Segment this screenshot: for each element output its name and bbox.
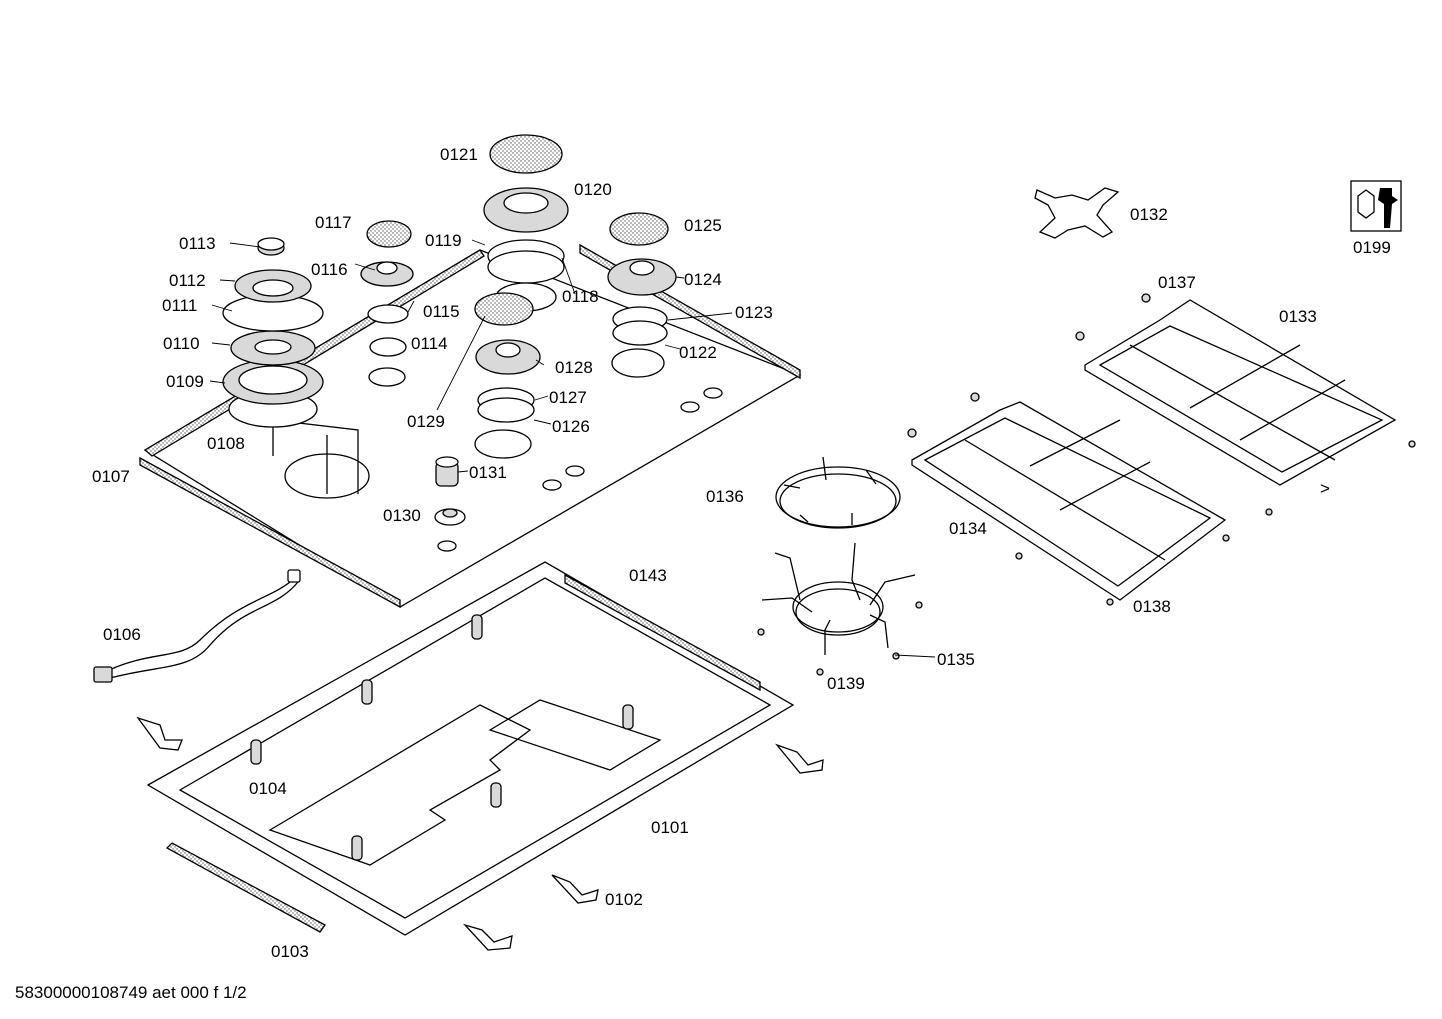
label-0116: 0116 [311,260,348,279]
label-0131: 0131 [469,463,507,482]
label-0122: 0122 [679,343,717,362]
label-0108: 0108 [207,434,245,453]
rapid-burner-stack [483,134,569,312]
control-knob [434,456,466,526]
label-0127: 0127 [549,388,587,407]
part-labels: 0101 0102 0103 0104 0106 0107 0108 0109 … [92,145,1391,961]
label-0132: 0132 [1130,205,1168,224]
label-0109: 0109 [166,372,204,391]
label-0136: 0136 [706,487,744,506]
label-0113: 0113 [179,234,216,253]
label-0120: 0120 [574,180,612,199]
label-0138: 0138 [1133,597,1171,616]
right-pan-support [1084,299,1397,486]
wok-ring-support [761,542,916,655]
fixing-clamps [136,716,824,951]
label-0139: 0139 [827,674,865,693]
label-0110: 0110 [163,334,200,353]
label-0112: 0112 [169,271,206,290]
label-0104: 0104 [249,779,287,798]
label-0128: 0128 [555,358,593,377]
label-0124: 0124 [684,270,722,289]
semi-rapid-burner-stack [474,292,541,459]
label-0117: 0117 [315,213,352,232]
rubber-feet [757,293,1416,676]
wok-burner-stack [222,237,324,428]
label-0199: 0199 [1353,238,1391,257]
label-0115: 0115 [423,302,460,321]
auxiliary-burner-stack [360,220,414,387]
label-0135: 0135 [937,650,975,669]
label-0106: 0106 [103,625,141,644]
label-0114: 0114 [411,334,448,353]
label-0121: 0121 [440,145,478,164]
document-id: 58300000108749 aet 000 f 1/2 [15,983,247,1002]
label-0103: 0103 [271,942,309,961]
label-0101: 0101 [651,818,689,837]
power-cable [93,569,301,683]
label-0129: 0129 [407,412,445,431]
middle-pan-support [911,401,1227,601]
gas-injector-group [250,614,634,861]
wrench-nut-icon [1350,180,1402,232]
seal-strip [165,842,326,933]
leader-lines [209,239,936,658]
label-0133: 0133 [1279,307,1317,326]
label-0126: 0126 [552,417,590,436]
label-0137: 0137 [1158,273,1196,292]
label-0123: 0123 [735,303,773,322]
label-0134: 0134 [949,519,987,538]
label-0125: 0125 [684,216,722,235]
label-0118: 0118 [562,287,599,306]
right-burner-stack [607,212,677,378]
label-0119: 0119 [425,231,462,250]
simmer-ring [1034,187,1120,239]
label-0102: 0102 [605,890,643,909]
wok-pan-support [775,456,901,529]
label-0130: 0130 [383,506,421,525]
label-0111: 0111 [162,296,197,315]
chevron-mark: > [1320,479,1330,498]
label-0107: 0107 [92,467,130,486]
base-tray [146,561,795,936]
label-0143: 0143 [629,566,667,585]
